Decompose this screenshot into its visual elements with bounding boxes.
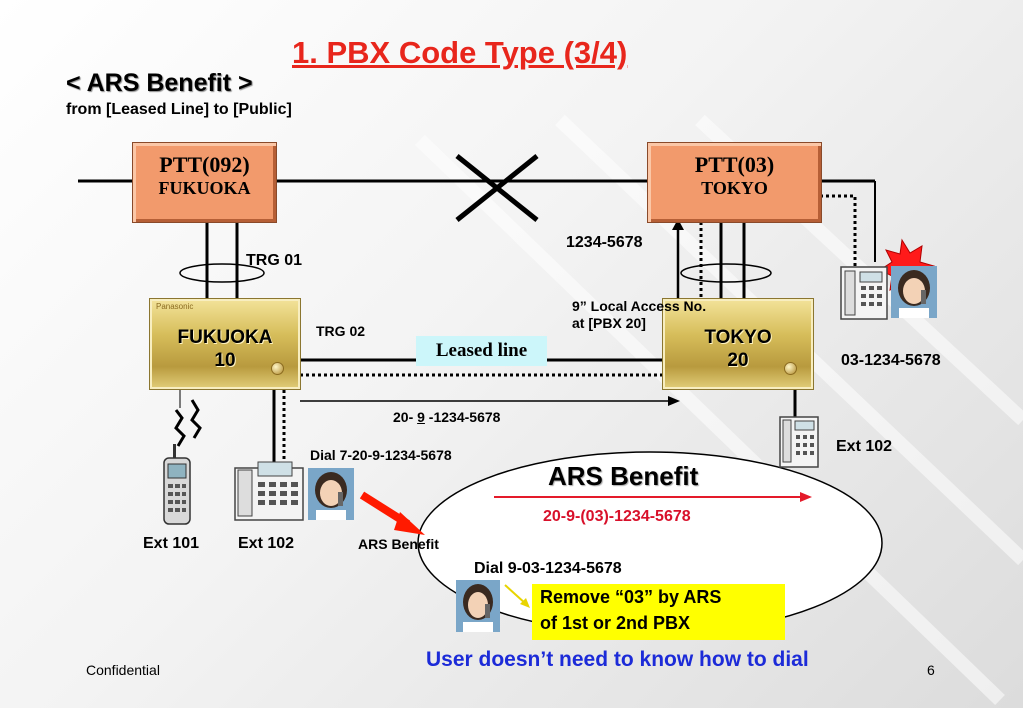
wireless-icon (174, 409, 186, 447)
pbx-fukuoka: Panasonic FUKUOKA 10 (149, 298, 301, 390)
dial-instruction: Dial 7-20-9-1234-5678 (310, 447, 452, 463)
ext102-tokyo-label: Ext 102 (836, 438, 893, 455)
pbx-tokyo: TOKYO 20 (662, 298, 814, 390)
page-number: 6 (927, 662, 935, 678)
tokyo-number-label: 1234-5678 (566, 234, 643, 251)
remove-code-line1: Remove “03” by ARS (540, 587, 722, 607)
pbx-tokyo-name: TOKYO (704, 327, 772, 348)
ars-pointer-arrow (359, 491, 425, 535)
route-access-digit: 9 (417, 409, 425, 425)
pbx-brand-label: Panasonic (156, 302, 194, 311)
local-access-label: 9” Local Access No. (572, 298, 707, 314)
ars-dial-instruction: Dial 9-03-1234-5678 (474, 560, 622, 577)
power-knob-icon (784, 362, 797, 375)
user-note: User doesn’t need to know how to dial (426, 648, 809, 671)
person-on-phone-icon (308, 468, 354, 520)
ptt-fukuoka-box: PTT(092) FUKUOKA (132, 142, 277, 223)
ptt-tokyo-code: PTT(03) (694, 152, 775, 177)
ars-route-number: 20-9-(03)-1234-5678 (543, 508, 691, 525)
slide-title: 1. PBX Code Type (3/4) (292, 35, 628, 70)
desk-phone-icon (234, 461, 304, 521)
tokyo-trunk-group (680, 263, 772, 283)
desk-phone-icon (840, 266, 888, 320)
trg01-label: TRG 01 (246, 252, 303, 269)
ptt-fukuoka-code: PTT(092) (159, 152, 250, 177)
pbx-tokyo-number: 20 (727, 350, 749, 371)
route-label: 20- 9 -1234-5678 (393, 409, 500, 425)
ext101-label: Ext 101 (143, 535, 200, 552)
power-knob-icon (271, 362, 284, 375)
trg02-label: TRG 02 (316, 323, 366, 339)
route-prefix: 20- (393, 409, 418, 425)
ext102-fukuoka-label: Ext 102 (238, 535, 295, 552)
cross-icon (455, 154, 539, 222)
destination-number: 03-1234-5678 (841, 352, 941, 369)
slide-subtitle: < ARS Benefit > (66, 69, 253, 97)
remove-code-callout: Remove “03” by ARS of 1st or 2nd PBX (532, 584, 785, 640)
local-access-pbx-label: at [PBX 20] (572, 315, 646, 331)
trg01-group (179, 263, 265, 283)
desk-phone-icon (779, 416, 819, 468)
leased-line-label: Leased line (416, 336, 547, 366)
slide-subheading: from [Leased Line] to [Public] (66, 101, 292, 118)
mobile-phone-icon (163, 444, 191, 525)
ars-benefit-pointer-label: ARS Benefit (358, 536, 439, 552)
ptt-fukuoka-city: FUKUOKA (158, 178, 251, 198)
ptt-tokyo-box: PTT(03) TOKYO (647, 142, 822, 223)
pbx-fukuoka-number: 10 (214, 350, 236, 371)
ars-benefit-title: ARS Benefit (548, 461, 699, 491)
person-on-phone-icon (891, 266, 937, 318)
person-on-phone-icon (456, 580, 500, 632)
pbx-fukuoka-name: FUKUOKA (177, 327, 273, 348)
ptt-tokyo-city: TOKYO (701, 178, 768, 198)
route-suffix: -1234-5678 (424, 409, 501, 425)
remove-code-line2: of 1st or 2nd PBX (540, 613, 691, 633)
confidential-label: Confidential (86, 662, 160, 678)
